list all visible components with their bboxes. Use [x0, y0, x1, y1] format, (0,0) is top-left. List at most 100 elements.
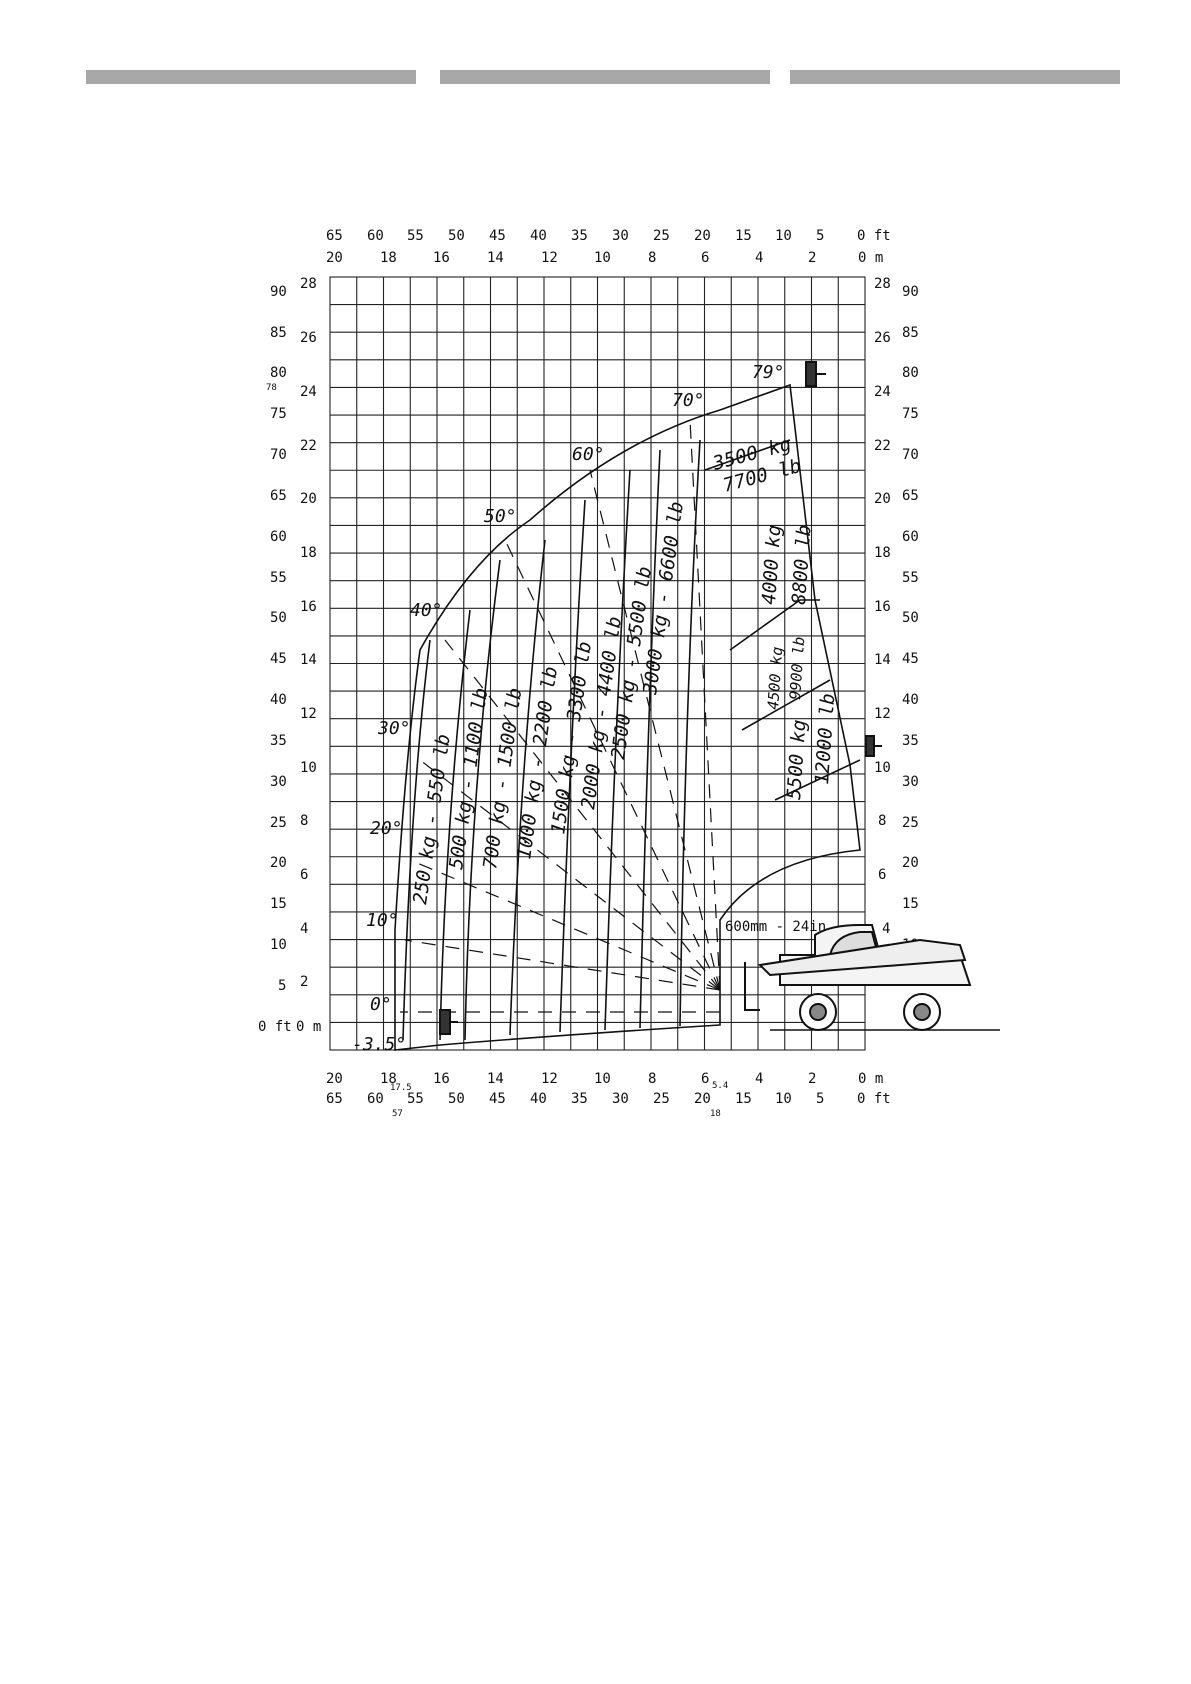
- angle-60: 60°: [572, 444, 605, 465]
- axis-bottom-ft: 65 60 55 50 45 40 35 30 25 20 15 10 5 0 …: [326, 1091, 891, 1107]
- load-curve-700: [464, 559, 501, 1041]
- tick-top-m: 12: [541, 250, 558, 266]
- tick-left-m: 22: [300, 438, 317, 454]
- tick-left-m: 18: [300, 545, 317, 561]
- mark-5-4: 5.4: [712, 1081, 728, 1091]
- tick-top-ft: 15: [735, 228, 752, 244]
- tick-right-m: 4: [882, 921, 890, 937]
- load-curve-4000: [729, 599, 820, 651]
- load-curve-500: [439, 609, 471, 1041]
- envelope-outer: [394, 383, 861, 1051]
- tick-right-m: 8: [878, 813, 886, 829]
- tick-right-ft: 40: [902, 692, 919, 708]
- tick-left-ft: 40: [270, 692, 287, 708]
- tick-top-ft: 50: [448, 228, 465, 244]
- tick-left-ft: 45: [270, 651, 287, 667]
- angle-labels: 79° 70° 60° 50° 40° 30° 20° 10° 0° -3.5°: [352, 362, 785, 1055]
- tick-left-ft: 10: [270, 937, 287, 953]
- tick-bottom-ft: 50: [448, 1091, 465, 1107]
- tick-left-ft: 20: [270, 855, 287, 871]
- load-label-4000kg: 4000 kg: [758, 524, 786, 605]
- tick-top-ft: 35: [571, 228, 588, 244]
- tick-right-m: 24: [874, 384, 891, 400]
- tick-top-m: 16: [433, 250, 450, 266]
- tick-right-m: 18: [874, 545, 891, 561]
- fork-icon-right: [865, 735, 882, 757]
- tick-top-m: 20: [326, 250, 343, 266]
- tick-right-ft: 15: [902, 896, 919, 912]
- load-curve-2500: [639, 449, 661, 1029]
- tick-left-ft: 90: [270, 284, 287, 300]
- tick-left-m: 16: [300, 599, 317, 615]
- tick-left-m: 6: [300, 867, 308, 883]
- mark-57: 57: [392, 1109, 403, 1119]
- tick-left-ft: 55: [270, 570, 287, 586]
- tick-left-ft: 35: [270, 733, 287, 749]
- tick-bottom-ft: 40: [530, 1091, 547, 1107]
- tick-bottom-m: 12: [541, 1071, 558, 1087]
- tick-right-m: 16: [874, 599, 891, 615]
- tick-top-ft: 0 ft: [857, 228, 891, 244]
- tick-top-ft: 45: [489, 228, 506, 244]
- header-bar-center: [440, 70, 770, 84]
- fork-icon-left: [439, 1009, 458, 1035]
- header-bar-right: [790, 70, 1120, 84]
- tick-right-m: 12: [874, 706, 891, 722]
- tick-left-m: 2: [300, 974, 308, 990]
- load-curve-1000: [509, 539, 546, 1036]
- tick-top-ft: 65: [326, 228, 343, 244]
- header-bar-left: [86, 70, 416, 84]
- tick-top-ft: 5: [816, 228, 824, 244]
- tick-right-ft: 90: [902, 284, 919, 300]
- tick-top-ft: 60: [367, 228, 384, 244]
- tick-bottom-m: 0 m: [858, 1071, 883, 1087]
- tick-top-m: 8: [648, 250, 656, 266]
- tick-right-ft: 60: [902, 529, 919, 545]
- tick-bottom-ft: 0 ft: [857, 1091, 891, 1107]
- tick-left-m: 26: [300, 330, 317, 346]
- tick-right-m: 14: [874, 652, 891, 668]
- tick-left-m: 20: [300, 491, 317, 507]
- tick-left-ft: 78: [266, 383, 277, 393]
- tick-top-m: 14: [487, 250, 504, 266]
- tick-bottom-m: 16: [433, 1071, 450, 1087]
- tick-bottom-m: 18: [380, 1071, 397, 1087]
- load-curve-4500: [741, 679, 831, 731]
- tick-left-ft: 25: [270, 815, 287, 831]
- axis-top-m: 20 18 16 14 12 10 8 6 4 2 0 m: [326, 250, 883, 266]
- tick-right-m: 26: [874, 330, 891, 346]
- tick-bottom-m: 8: [648, 1071, 656, 1087]
- tick-bottom-ft: 55: [407, 1091, 424, 1107]
- tick-top-ft: 40: [530, 228, 547, 244]
- angle-50: 50°: [484, 506, 517, 527]
- tick-left-ft: 70: [270, 447, 287, 463]
- tick-right-m: 6: [878, 867, 886, 883]
- tick-bottom-m: 14: [487, 1071, 504, 1087]
- tick-right-ft: 30: [902, 774, 919, 790]
- mark-18: 18: [710, 1109, 721, 1119]
- tick-bottom-ft: 65: [326, 1091, 343, 1107]
- ray-50: [504, 539, 721, 991]
- tick-top-ft: 10: [775, 228, 792, 244]
- angle-neg: -3.5°: [352, 1034, 406, 1055]
- tick-bottom-ft: 45: [489, 1091, 506, 1107]
- angle-79: 79°: [752, 362, 785, 383]
- tick-bottom-ft: 25: [653, 1091, 670, 1107]
- tick-left-m: 8: [300, 813, 308, 829]
- fork-icon-top: [805, 361, 826, 387]
- ray-60: [589, 469, 721, 991]
- tick-right-ft: 20: [902, 855, 919, 871]
- chart-grid: [329, 276, 866, 1051]
- angle-rays: [400, 419, 721, 1013]
- tick-top-ft: 55: [407, 228, 424, 244]
- angle-10: 10°: [366, 910, 399, 931]
- tick-left-ft: 80: [270, 365, 287, 381]
- tick-bottom-m: 4: [755, 1071, 763, 1087]
- tick-right-ft: 35: [902, 733, 919, 749]
- tick-top-m: 4: [755, 250, 763, 266]
- tick-left-ft: 50: [270, 610, 287, 626]
- load-curve-3000: [679, 439, 701, 1027]
- angle-30: 30°: [377, 718, 411, 739]
- tick-top-ft: 25: [653, 228, 670, 244]
